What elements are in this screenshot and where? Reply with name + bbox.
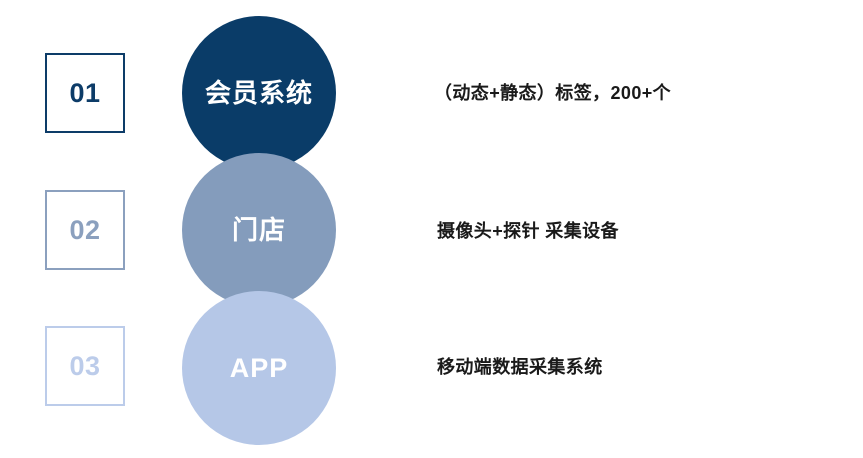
number-label-02: 02 (69, 214, 101, 245)
circle-label-01: 会员系统 (204, 78, 313, 108)
description-text-01: （动态+静态）标签，200+个 (434, 83, 672, 103)
circle-label-02: 门店 (231, 215, 286, 245)
circle-label-03: APP (229, 352, 289, 383)
circle-membership-system: 会员系统 (182, 16, 336, 170)
number-box-02: 02 (45, 190, 125, 270)
circle-app: APP (182, 291, 336, 445)
description-text-03: 移动端数据采集系统 (437, 357, 603, 377)
circle-store: 门店 (182, 153, 336, 307)
number-box-03: 03 (45, 326, 125, 406)
description-text-02: 摄像头+探针 采集设备 (437, 221, 619, 241)
number-label-03: 03 (69, 350, 101, 381)
number-box-01: 01 (45, 53, 125, 133)
number-label-01: 01 (69, 77, 101, 108)
